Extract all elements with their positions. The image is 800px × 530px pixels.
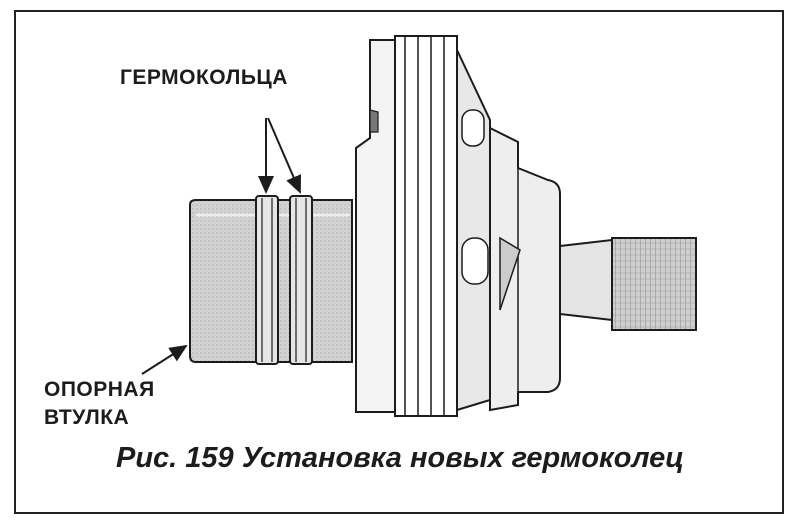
label-support-sleeve: ОПОРНАЯ ВТУЛКА [44,376,155,432]
ball-upper [461,109,485,147]
label-sleeve-line2: ВТУЛКА [44,406,130,429]
flange-plate [355,35,458,417]
sleeve-pointer [141,344,188,375]
seals-pointer [258,117,301,194]
splined-shaft [559,237,697,331]
joint-housing [456,49,561,412]
figure-caption: Рис. 159 Установка новых гермоколец [116,442,684,474]
seal-ring-right [289,195,313,365]
arrow-icon [141,344,188,375]
label-seals: ГЕРМОКОЛЬЦА [120,66,288,89]
ball-lower [461,237,489,285]
arrow-icon [267,117,301,194]
seal-ring-left [255,195,279,365]
label-sleeve-line1: ОПОРНАЯ [44,378,155,401]
